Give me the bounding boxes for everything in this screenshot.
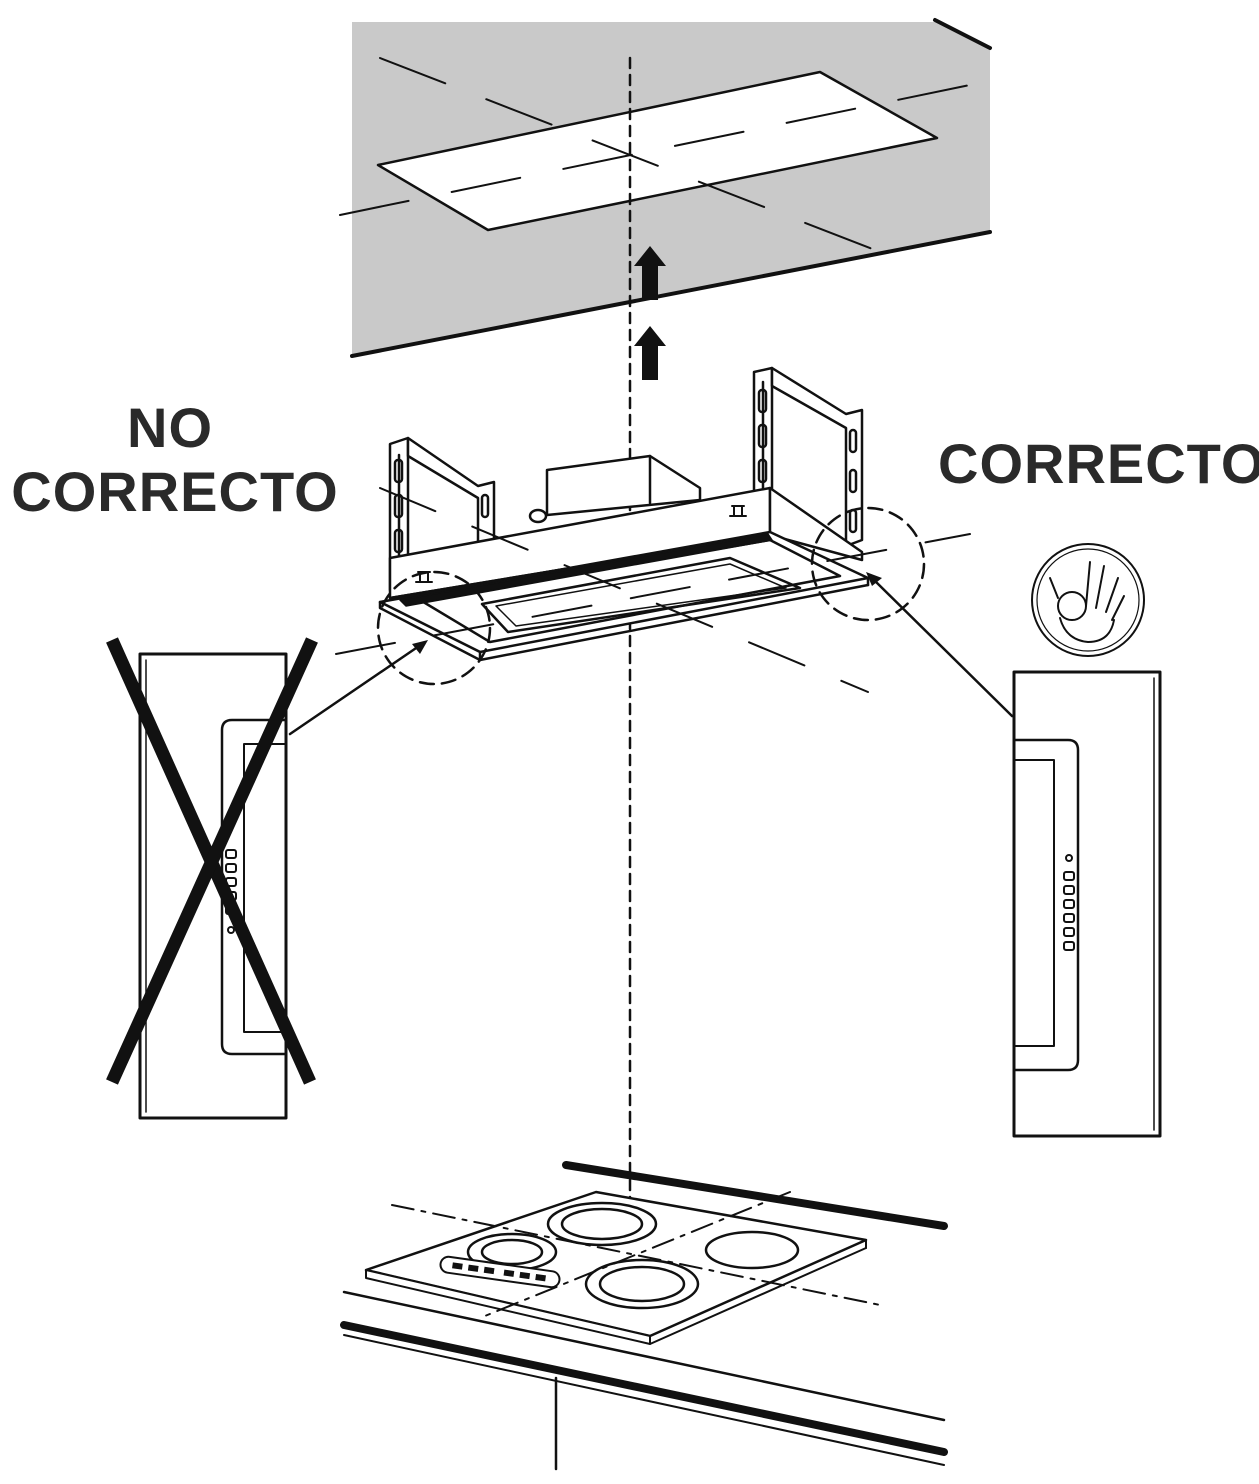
detail-circle-right (810, 506, 926, 622)
cooktop (340, 1161, 948, 1471)
cross-icon (106, 637, 318, 1085)
ok-hand-icon (1031, 543, 1145, 657)
incorrect-label-line2: CORRECTO (11, 460, 339, 523)
burner-front-right (584, 1258, 700, 1310)
ceiling-cutout (376, 70, 939, 232)
detail-circle-left (376, 570, 492, 686)
incorrect-detail (106, 637, 318, 1120)
up-arrow-icon (634, 246, 666, 380)
correct-label: CORRECTO (938, 432, 1259, 495)
burner-back-left (546, 1201, 658, 1247)
filter-window (480, 556, 802, 634)
incorrect-label-line1: NO (127, 396, 213, 459)
motor-box (528, 454, 702, 524)
hood-unit (288, 366, 1014, 736)
burner-back-right (704, 1230, 800, 1270)
hood-bottom-frame (378, 505, 870, 662)
correct-detail (1012, 543, 1162, 1138)
left-bracket (388, 436, 496, 592)
ceiling (339, 18, 992, 358)
